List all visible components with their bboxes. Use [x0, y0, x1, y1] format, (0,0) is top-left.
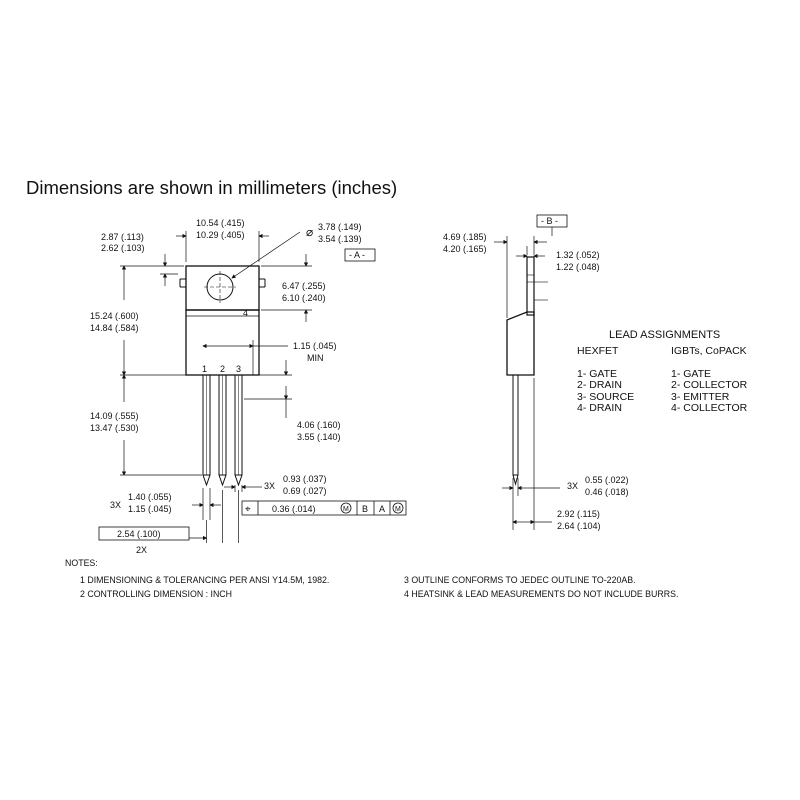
lead-col1-item: 4- DRAIN	[577, 402, 622, 414]
dim-pitch: 2.54 (.100)	[117, 529, 161, 539]
lead-col2-header: IGBTs, CoPACK	[671, 345, 747, 357]
tol-value: 0.36 (.014)	[272, 504, 316, 514]
pin-3-label: 3	[236, 364, 241, 374]
notes-title: NOTES:	[65, 558, 98, 568]
dim-lead-wide-min: 1.15 (.045)	[128, 504, 172, 514]
dim-pitch-mult: 2X	[136, 545, 147, 555]
pin-2-label: 2	[220, 364, 225, 374]
note-item: 4 HEATSINK & LEAD MEASUREMENTS DO NOT IN…	[404, 589, 679, 599]
dim-overall-max: 15.24 (.600)	[90, 311, 139, 321]
side-tab	[526, 256, 535, 316]
dim-tab-thick-min: 2.62 (.103)	[101, 243, 145, 253]
dim-lead-width-min: 0.69 (.027)	[283, 486, 327, 496]
dim-lead-length-max: 14.09 (.555)	[90, 411, 139, 421]
datum-a-label: - A -	[349, 250, 365, 260]
tol-datum-a: A	[379, 504, 385, 514]
dim-lead-thick-mult: 3X	[567, 481, 578, 491]
dim-lead-wide-mult: 3X	[110, 500, 121, 510]
side-view-labels: - B - 4.69 (.185) 4.20 (.165) 1.32 (.052…	[443, 216, 629, 531]
dim-lead-thick-max: 0.55 (.022)	[585, 475, 629, 485]
front-view	[98, 231, 407, 543]
tol-datum-b: B	[362, 504, 368, 514]
dim-lead-offset-max: 4.06 (.160)	[297, 420, 341, 430]
dim-shoulder: 1.15 (.045)	[293, 341, 337, 351]
lead-col1-header: HEXFET	[577, 345, 619, 357]
dim-side-tab-max: 1.32 (.052)	[556, 250, 600, 260]
side-body	[506, 311, 535, 376]
lead-col2-item: 4- COLLECTOR	[671, 402, 748, 414]
side-lead	[512, 374, 519, 476]
dim-lead-width-mult: 3X	[264, 481, 275, 491]
lead-col1-item: 2- DRAIN	[577, 379, 622, 391]
dim-depth-min: 4.20 (.165)	[443, 244, 487, 254]
dim-lead-pos-1: 2.92 (.115)	[557, 509, 600, 519]
lead-col-igbt: IGBTs, CoPACK 1- GATE 2- COLLECTOR 3- EM…	[671, 345, 748, 415]
page-heading: Dimensions are shown in millimeters (inc…	[26, 177, 398, 198]
pin-1-label: 1	[202, 364, 207, 374]
lead-col1-item: 3- SOURCE	[577, 390, 635, 403]
dim-overall-min: 14.84 (.584)	[90, 323, 139, 333]
lead-col2-item: 1- GATE	[671, 367, 712, 380]
lead-col1-item: 1- GATE	[577, 367, 618, 380]
dim-side-tab-min: 1.22 (.048)	[556, 262, 600, 272]
dim-lead-width-max: 0.93 (.037)	[283, 474, 327, 484]
pin-4-label: 4	[243, 308, 248, 318]
note-item: 2 CONTROLLING DIMENSION : INCH	[80, 589, 233, 599]
dim-hole-max: 3.78 (.149)	[318, 222, 362, 232]
dim-shoulder-qual: MIN	[307, 353, 324, 363]
lead-col-hexfet: HEXFET 1- GATE 2- DRAIN 3- SOURCE 4- DRA…	[577, 345, 635, 415]
dim-tab-thick-max: 2.87 (.113)	[101, 232, 144, 242]
dim-lead-offset-min: 3.55 (.140)	[297, 432, 341, 442]
lead-col2-item: 2- COLLECTOR	[671, 379, 748, 391]
dim-depth-max: 4.69 (.185)	[443, 232, 487, 242]
dim-body-width-max: 10.54 (.415)	[196, 218, 245, 228]
tol-mmc-1: M	[343, 506, 349, 513]
dim-hole-min: 3.54 (.139)	[318, 234, 362, 244]
dim-body-width-min: 10.29 (.405)	[196, 230, 245, 240]
tol-mmc-2: M	[395, 506, 401, 513]
note-item: 3 OUTLINE CONFORMS TO JEDEC OUTLINE TO-2…	[404, 575, 636, 585]
front-view-labels: 10.54 (.415) 10.29 (.405) ⌀ 3.78 (.149) …	[90, 218, 401, 555]
pitch-box	[98, 526, 190, 541]
dim-lead-thick-min: 0.46 (.018)	[585, 487, 629, 497]
dim-tab-height-max: 6.47 (.255)	[282, 281, 326, 291]
tolerance-frame	[241, 500, 407, 516]
datum-b-label: - B -	[541, 216, 558, 226]
side-view	[494, 214, 568, 530]
dim-lead-wide-max: 1.40 (.055)	[128, 492, 172, 502]
dim-lead-length-min: 13.47 (.530)	[90, 423, 139, 433]
dim-tab-height-min: 6.10 (.240)	[282, 293, 326, 303]
diameter-icon: ⌀	[306, 225, 313, 239]
lead-assignments-title: LEAD ASSIGNMENTS	[609, 329, 721, 341]
datum-a-box	[344, 248, 376, 262]
leads	[202, 374, 243, 487]
note-item: 1 DIMENSIONING & TOLERANCING PER ANSI Y1…	[80, 575, 330, 585]
dim-lead-pos-2: 2.64 (.104)	[557, 521, 601, 531]
position-tolerance-icon: ⌖	[245, 504, 251, 515]
lead-col2-item: 3- EMITTER	[671, 390, 730, 403]
mounting-tab	[185, 265, 260, 311]
